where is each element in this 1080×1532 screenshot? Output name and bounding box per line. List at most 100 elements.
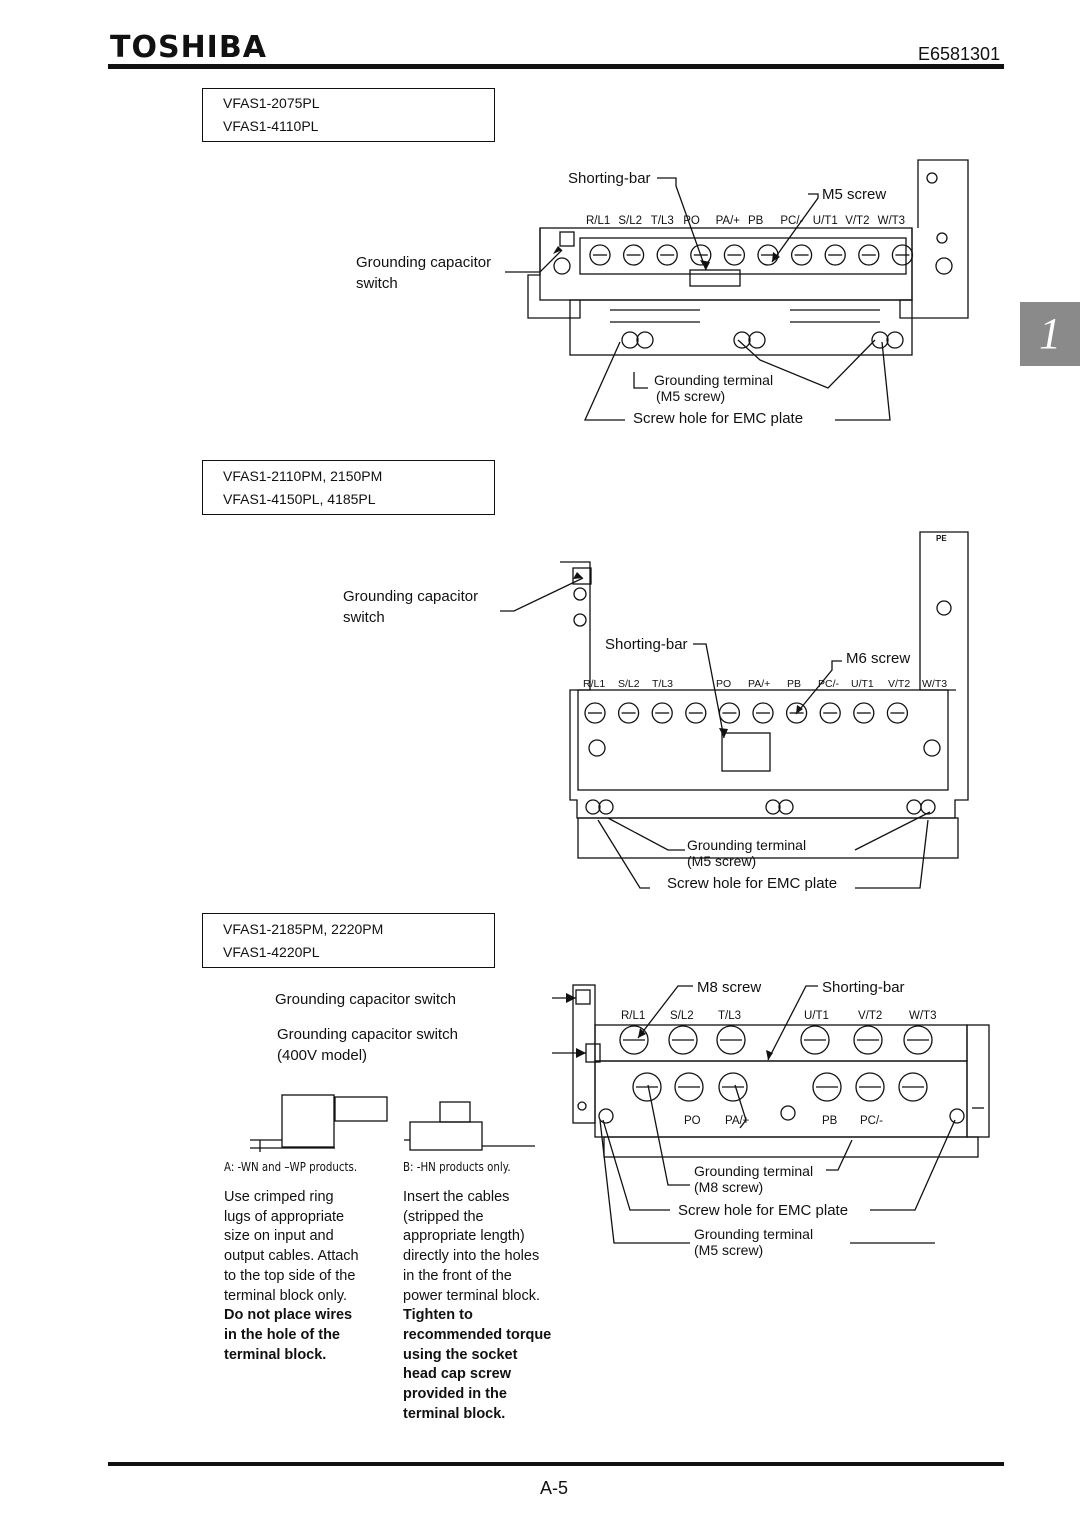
text-line: in the hole of the bbox=[224, 1326, 340, 1343]
terminal-label: V/T2 bbox=[845, 215, 870, 227]
terminal-screw bbox=[800, 1025, 830, 1055]
shorting-bar-label: Shorting-bar bbox=[822, 979, 905, 996]
text-line: head cap screw bbox=[403, 1366, 511, 1383]
terminal-label: PA/+ bbox=[748, 678, 771, 690]
text-line: recommended torque bbox=[403, 1326, 552, 1343]
terminal-label: PA/+ bbox=[725, 1115, 750, 1127]
label-line: Grounding terminal bbox=[654, 372, 774, 388]
text-line: power terminal block. bbox=[403, 1287, 540, 1304]
terminal-screw bbox=[718, 1072, 748, 1102]
screw-label: M5 screw bbox=[822, 186, 887, 203]
text-line: Use crimped ring bbox=[224, 1189, 334, 1205]
terminal-screw bbox=[886, 702, 909, 724]
ground-terminal-label: Grounding terminal (M5 screw) bbox=[687, 837, 806, 869]
caption-a: A: -WN and –WP products. bbox=[224, 1159, 358, 1174]
terminal-screw bbox=[619, 1025, 649, 1055]
text-line: output cables. Attach bbox=[224, 1248, 359, 1265]
label-line: (400V model) bbox=[277, 1047, 368, 1064]
text-line: terminal block only. bbox=[224, 1287, 348, 1304]
terminal-screw bbox=[757, 244, 779, 266]
terminal-label: PO bbox=[683, 215, 700, 227]
terminal-label: W/T3 bbox=[909, 1010, 937, 1022]
terminal-label: PB bbox=[748, 215, 764, 227]
terminal-label: PO bbox=[684, 1115, 701, 1127]
label-line: switch bbox=[356, 275, 398, 292]
terminal-label: T/L3 bbox=[718, 1010, 742, 1022]
emc-hole-label: Screw hole for EMC plate bbox=[678, 1202, 849, 1219]
terminal-screw bbox=[785, 702, 808, 724]
label-line: (M5 screw) bbox=[694, 1242, 764, 1258]
text-line: directly into the holes bbox=[403, 1248, 540, 1265]
shorting-bar-label: Shorting-bar bbox=[568, 170, 651, 187]
shorting-bar-label: Shorting-bar bbox=[605, 636, 688, 653]
ground-terminal-m5-label: Grounding terminal (M5 screw) bbox=[694, 1226, 813, 1258]
terminal-label: T/L3 bbox=[650, 215, 674, 227]
label-line: switch bbox=[343, 609, 385, 626]
label-line: Grounding terminal bbox=[694, 1163, 814, 1179]
header-rule bbox=[108, 64, 1004, 69]
label-line: Grounding terminal bbox=[694, 1226, 814, 1242]
terminal-label: PB bbox=[787, 678, 802, 690]
terminal-label: PC/- bbox=[780, 215, 804, 227]
terminal-screw bbox=[685, 702, 707, 724]
terminal-block-diagram-3 bbox=[250, 984, 990, 1244]
terminal-block-diagram-2 bbox=[500, 531, 969, 889]
terminal-label: PA/+ bbox=[715, 215, 740, 227]
label-line: Grounding capacitor bbox=[356, 254, 492, 271]
text-line: in the front of the bbox=[403, 1267, 512, 1284]
model-line: VFAS1-4110PL bbox=[223, 118, 319, 134]
toshiba-logo: TOSHIBA bbox=[110, 30, 267, 65]
cap-switch-label: Grounding capacitor switch bbox=[275, 991, 456, 1008]
text-line: size on input and bbox=[224, 1228, 334, 1245]
text-line: to the top side of the bbox=[224, 1267, 356, 1284]
terminal-screw bbox=[651, 702, 673, 724]
terminal-screw bbox=[584, 702, 606, 724]
terminal-block-diagram-1 bbox=[505, 159, 969, 421]
page-number: A-5 bbox=[540, 1478, 569, 1498]
model-line: VFAS1-2075PL bbox=[223, 95, 320, 111]
model-box-1: VFAS1-2075PL VFAS1-4110PL bbox=[202, 88, 495, 142]
model-line: VFAS1-2185PM, 2220PM bbox=[223, 921, 384, 937]
chapter-tab: 1 bbox=[1020, 302, 1080, 366]
terminal-screw bbox=[858, 244, 880, 266]
ground-terminal-label: Grounding terminal (M5 screw) bbox=[654, 372, 773, 404]
footer-rule bbox=[108, 1462, 1004, 1466]
text-line: appropriate length) bbox=[403, 1228, 525, 1245]
model-box-3: VFAS1-2185PM, 2220PM VFAS1-4220PL bbox=[202, 913, 495, 968]
screw-label: M8 screw bbox=[697, 979, 762, 996]
terminal-label: T/L3 bbox=[652, 678, 674, 690]
terminal-screw bbox=[632, 1072, 662, 1102]
terminal-screw bbox=[723, 244, 746, 266]
cap-switch-label: Grounding capacitor switch bbox=[343, 586, 478, 628]
terminal-screw bbox=[898, 1072, 928, 1102]
terminal-screw bbox=[622, 244, 645, 266]
cap-switch-label: Grounding capacitor switch bbox=[356, 252, 491, 294]
terminal-label: S/L2 bbox=[618, 678, 640, 690]
terminal-label: W/T3 bbox=[877, 215, 906, 227]
terminal-screw bbox=[855, 1072, 885, 1102]
terminal-screw bbox=[716, 1025, 746, 1055]
terminal-label: S/L2 bbox=[618, 215, 643, 227]
terminal-screw bbox=[674, 1072, 704, 1102]
terminal-label: U/T1 bbox=[804, 1010, 829, 1022]
model-line: VFAS1-4220PL bbox=[223, 944, 320, 960]
text-line: using the socket bbox=[403, 1346, 518, 1363]
emc-hole-label: Screw hole for EMC plate bbox=[633, 410, 804, 427]
document-number: E6581301 bbox=[918, 44, 1001, 64]
pe-mark: PE bbox=[936, 534, 947, 543]
text-line: Insert the cables bbox=[403, 1189, 510, 1205]
terminal-screw bbox=[824, 244, 846, 266]
terminal-label: U/T1 bbox=[812, 215, 838, 227]
terminal-label: R/L1 bbox=[583, 678, 606, 690]
label-line: Grounding capacitor switch bbox=[277, 1026, 458, 1043]
terminal-label: PB bbox=[822, 1115, 838, 1127]
terminal-screw bbox=[790, 244, 813, 266]
model-box-2: VFAS1-2110PM, 2150PM VFAS1-4150PL, 4185P… bbox=[202, 460, 495, 515]
terminal-label: V/T2 bbox=[858, 1010, 883, 1022]
terminal-label: R/L1 bbox=[586, 215, 611, 227]
label-line: (M5 screw) bbox=[687, 853, 757, 869]
text-line: provided in the bbox=[403, 1386, 507, 1403]
terminal-label: R/L1 bbox=[621, 1010, 646, 1022]
